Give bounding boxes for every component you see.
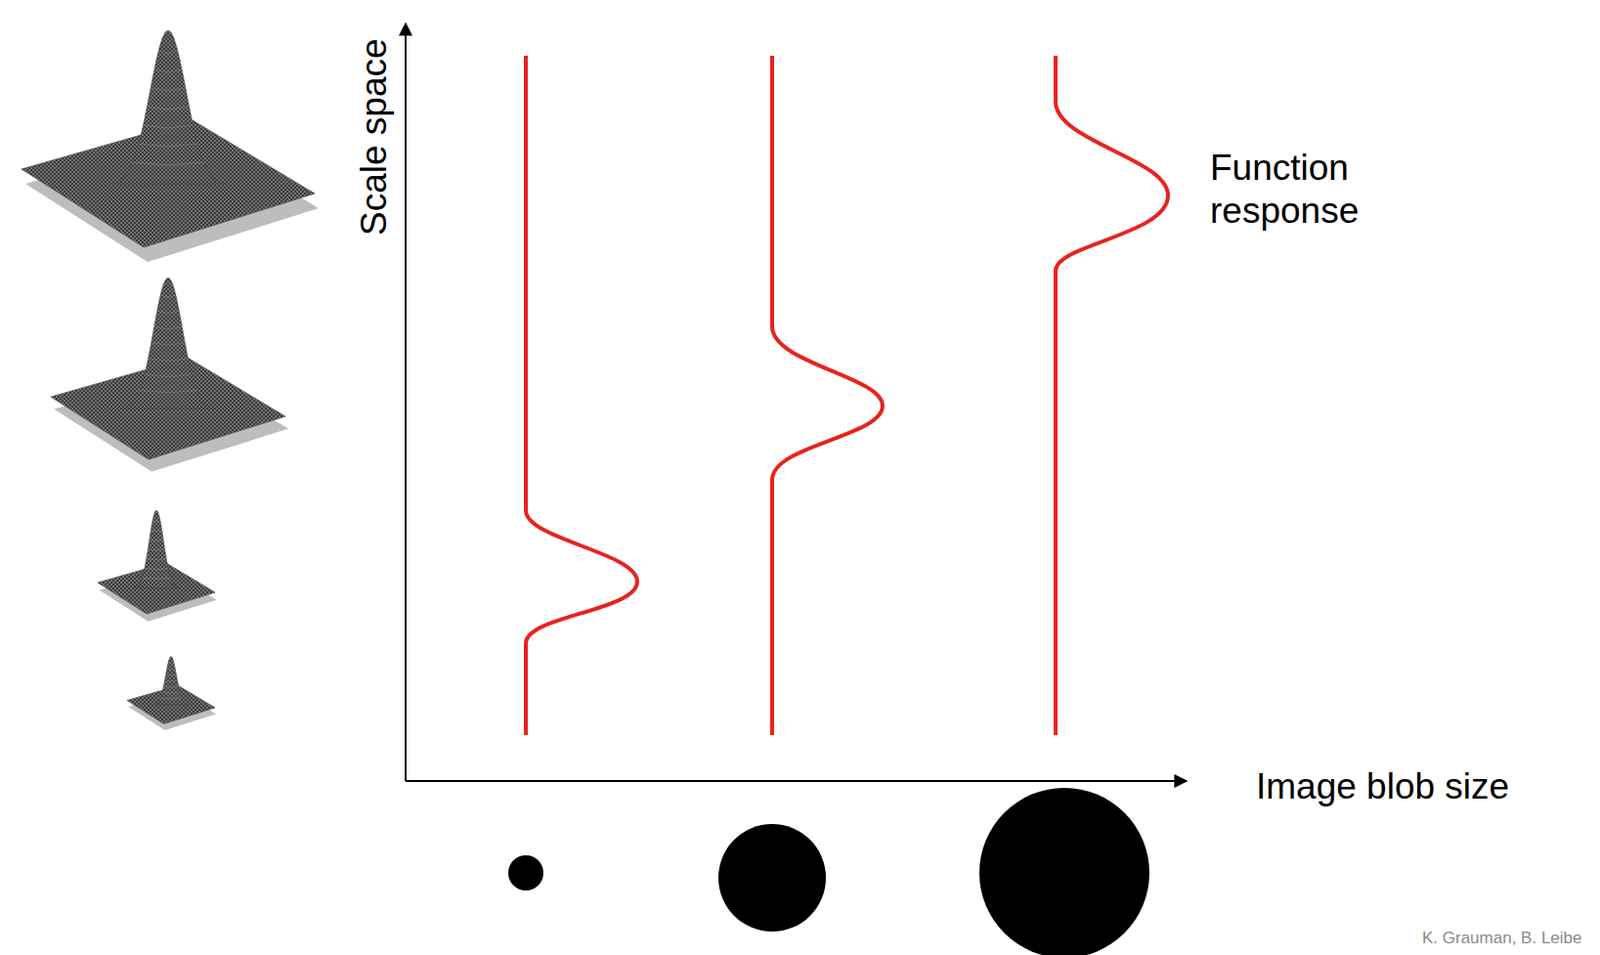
mesh-line [164, 680, 177, 683]
mesh-line [142, 125, 194, 129]
response-curve [525, 55, 638, 736]
mesh-line [157, 310, 179, 313]
mesh-line [146, 559, 168, 561]
curve-label: Function response [1210, 146, 1435, 234]
mesh-line [130, 162, 205, 166]
mesh-line [152, 520, 161, 522]
mesh-line [146, 106, 189, 110]
mesh-line [141, 577, 172, 579]
mesh-line [158, 50, 177, 54]
mesh-line [151, 343, 186, 346]
response-curve [1055, 55, 1168, 736]
mesh-line [154, 326, 183, 329]
log-filter-surfaces [21, 30, 319, 731]
filter-peak [153, 656, 189, 706]
mesh-line [168, 662, 174, 665]
mesh-line [150, 529, 162, 531]
mesh-line [150, 87, 186, 91]
filter-peak [121, 277, 216, 409]
log-surface [50, 277, 289, 473]
mesh-line [163, 686, 179, 689]
blob [718, 823, 826, 932]
mesh-line [137, 143, 198, 147]
log-surface [21, 30, 319, 262]
axis-label: Image blob size [1255, 765, 1510, 809]
mesh-line [147, 358, 188, 361]
filter-peak [109, 30, 227, 184]
mesh-line [138, 389, 198, 392]
mesh-line [149, 539, 164, 541]
mesh-line [144, 567, 170, 569]
log-surface [127, 656, 217, 732]
credit-watermark: K. Grauman, B. Leibe [1422, 928, 1582, 949]
mesh-line [147, 549, 165, 551]
axis-label: Scale space [352, 38, 396, 236]
mesh-line [160, 697, 183, 700]
mesh-line [167, 668, 175, 671]
mesh-line [154, 69, 182, 73]
y-axis [404, 23, 407, 781]
mesh-line [143, 374, 192, 377]
filter-peak [132, 510, 180, 589]
mesh-line [166, 674, 177, 677]
response-curve [772, 55, 883, 736]
mesh-line [160, 295, 175, 298]
x-axis [405, 779, 1187, 782]
response-curves [525, 55, 1168, 736]
log-surface [97, 510, 217, 622]
blob [508, 855, 544, 891]
mesh-line [162, 691, 180, 694]
blob [979, 787, 1150, 955]
